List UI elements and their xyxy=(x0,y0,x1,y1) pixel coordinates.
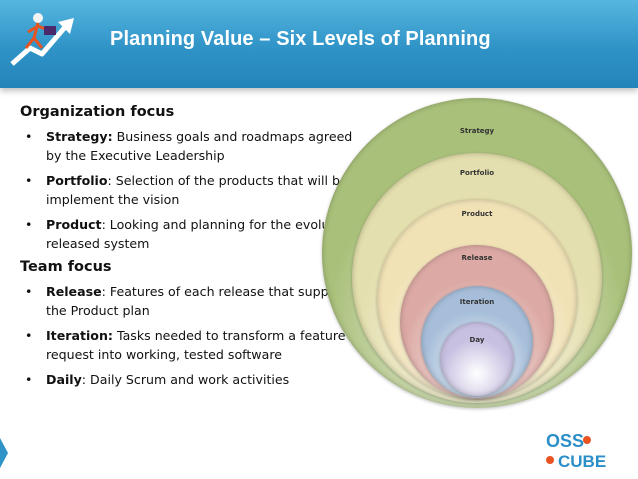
page-title: Planning Value – Six Levels of Planning xyxy=(110,28,491,50)
level-label-iteration: Iteration xyxy=(459,298,495,306)
logo-text-cube: CUBE xyxy=(558,452,606,471)
desc-product: : Looking and planning for the evolution… xyxy=(46,217,370,251)
list-item-strategy: Strategy: Business goals and roadmaps ag… xyxy=(20,127,370,165)
desc-iteration: Tasks needed to transform a feature requ… xyxy=(46,328,346,362)
level-circle-day xyxy=(440,322,514,396)
organization-list: Strategy: Business goals and roadmaps ag… xyxy=(20,127,370,253)
desc-release: : Features of each release that support … xyxy=(46,284,347,318)
level-label-portfolio: Portfolio xyxy=(459,169,495,177)
term-daily: Daily xyxy=(46,372,82,387)
level-label-strategy: Strategy xyxy=(459,127,495,135)
desc-strategy: Business goals and roadmaps agreed by th… xyxy=(46,129,353,163)
level-label-product: Product xyxy=(461,210,493,218)
list-item-portfolio: Portfolio: Selection of the products tha… xyxy=(20,171,370,209)
section-heading-team: Team focus xyxy=(20,259,112,275)
list-item-daily: Daily: Daily Scrum and work activities xyxy=(20,370,370,389)
level-label-day: Day xyxy=(469,336,485,344)
desc-portfolio: : Selection of the products that will be… xyxy=(46,173,360,207)
desc-daily: : Daily Scrum and work activities xyxy=(81,372,290,387)
corner-tab-icon xyxy=(0,438,8,468)
term-strategy: Strategy: xyxy=(46,129,113,144)
term-product: Product xyxy=(46,217,102,232)
term-release: Release xyxy=(46,284,102,299)
list-item-iteration: Iteration: Tasks needed to transform a f… xyxy=(20,326,370,364)
title-banner: Planning Value – Six Levels of Planning xyxy=(0,0,638,88)
term-iteration: Iteration: xyxy=(46,328,113,343)
term-portfolio: Portfolio xyxy=(46,173,108,188)
logo-text-oss: OSS xyxy=(546,431,584,451)
list-item-release: Release: Features of each release that s… xyxy=(20,282,370,320)
oss-cube-logo: OSS CUBE xyxy=(546,431,606,471)
level-label-release: Release xyxy=(461,254,493,262)
list-item-product: Product: Looking and planning for the ev… xyxy=(20,215,370,253)
text-content: Organization focus Strategy: Business go… xyxy=(20,104,370,395)
team-list: Release: Features of each release that s… xyxy=(20,282,370,389)
section-heading-organization: Organization focus xyxy=(20,104,175,120)
growth-arrow-figure-icon xyxy=(10,13,74,66)
